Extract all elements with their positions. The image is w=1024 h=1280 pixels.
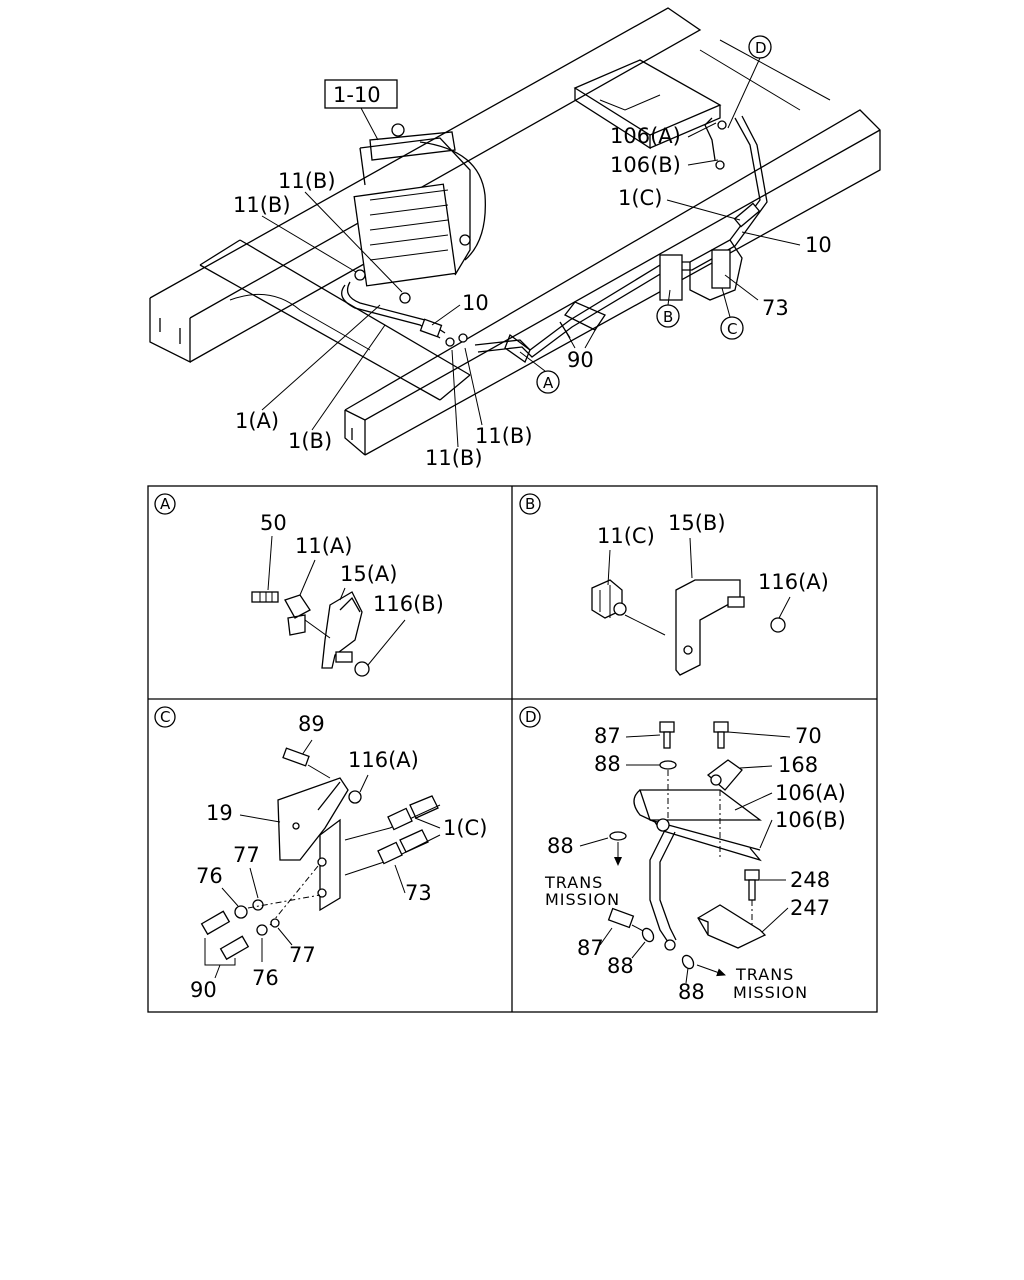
label-116b: 116(B) — [373, 592, 444, 616]
label-90-top: 90 — [567, 348, 594, 372]
label-88-mid: 88 — [547, 834, 574, 858]
label-15b: 15(B) — [668, 511, 726, 535]
detail-panel-b: B 11(C) 15(B) 116(A) — [519, 493, 829, 676]
label-15a: 15(A) — [340, 562, 397, 586]
callout-d-letter: D — [755, 39, 767, 57]
detail-panel-d: D 87 70 88 168 106(A) 106(B) 88 TRANS MI… — [519, 706, 846, 1004]
label-89: 89 — [298, 712, 325, 736]
label-87-bottom: 87 — [577, 936, 604, 960]
label-1b: 1(B) — [288, 429, 332, 453]
callout-a-circle — [536, 370, 560, 394]
label-73: 73 — [762, 296, 789, 320]
detail-panel-c: C 89 116(A) 19 1(C) 77 76 73 77 — [154, 706, 487, 1002]
label-106a-d: 106(A) — [775, 781, 846, 805]
callout-c-letter: C — [727, 320, 737, 338]
panel-b-marker: B — [525, 495, 535, 513]
label-76-top: 76 — [196, 864, 223, 888]
label-10-right: 10 — [805, 233, 832, 257]
label-106b-d: 106(B) — [775, 808, 846, 832]
ref-box-label: 1-10 — [333, 83, 381, 107]
label-90-c: 90 — [190, 978, 217, 1002]
panel-c-marker: C — [160, 708, 170, 726]
label-88-top: 88 — [594, 752, 621, 776]
label-1a: 1(A) — [235, 409, 279, 433]
label-247: 247 — [790, 896, 830, 920]
label-106a: 106(A) — [610, 124, 681, 148]
label-88-bottom-left: 88 — [607, 954, 634, 978]
label-168: 168 — [778, 753, 818, 777]
label-77-bottom: 77 — [289, 943, 316, 967]
label-76-bottom: 76 — [252, 966, 279, 990]
label-19: 19 — [206, 801, 233, 825]
label-1c-c: 1(C) — [443, 816, 487, 840]
label-77-top: 77 — [233, 843, 260, 867]
detail-grid — [147, 485, 878, 1013]
label-70: 70 — [795, 724, 822, 748]
callout-c-circle — [720, 316, 744, 340]
label-87-top: 87 — [594, 724, 621, 748]
label-11c: 11(C) — [597, 524, 655, 548]
label-11b-1: 11(B) — [278, 169, 336, 193]
panel-d-marker-circle — [519, 706, 541, 728]
label-10-mid: 10 — [462, 291, 489, 315]
detail-panel-a: A 50 11(A) 15(A) 116(B) — [154, 493, 444, 677]
panel-a-marker: A — [160, 495, 171, 513]
trans-note-2-line1: TRANS — [735, 965, 794, 984]
label-11b-2: 11(B) — [233, 193, 291, 217]
panel-c-marker-circle — [154, 706, 176, 728]
callout-a-letter: A — [543, 374, 554, 392]
label-116a-c: 116(A) — [348, 748, 419, 772]
trans-note-2-line2: MISSION — [733, 983, 808, 1002]
label-106b: 106(B) — [610, 153, 681, 177]
label-1c-top: 1(C) — [618, 186, 662, 210]
trans-note-1-line1: TRANS — [544, 873, 603, 892]
trans-note-1-line2: MISSION — [545, 890, 620, 909]
overview-drawing: 1-10 D 106(A) 106(B) 1(C) 10 73 B C 90 A… — [149, 7, 881, 470]
label-248: 248 — [790, 868, 830, 892]
label-50: 50 — [260, 511, 287, 535]
label-11b-4: 11(B) — [425, 446, 483, 470]
panel-a-marker-circle — [154, 493, 176, 515]
label-11a: 11(A) — [295, 534, 352, 558]
label-88-bottom-right: 88 — [678, 980, 705, 1004]
label-11b-3: 11(B) — [475, 424, 533, 448]
label-73-c: 73 — [405, 881, 432, 905]
panel-b-marker-circle — [519, 493, 541, 515]
panel-d-marker: D — [525, 708, 537, 726]
label-116a-b: 116(A) — [758, 570, 829, 594]
callout-b-letter: B — [663, 308, 673, 326]
